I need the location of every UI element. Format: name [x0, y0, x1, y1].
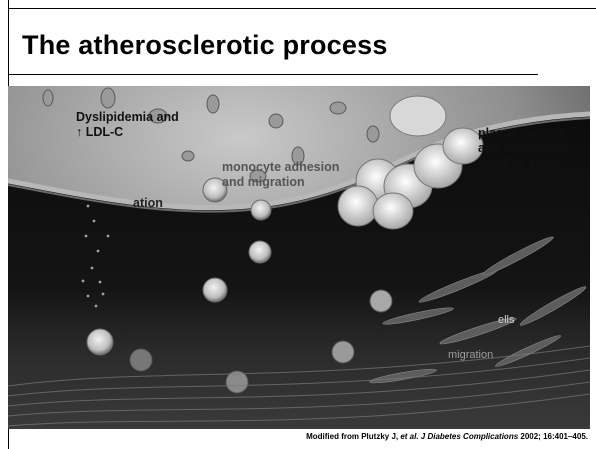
plaque-label-line3: (MMP-9, PAI-1) [478, 156, 572, 171]
migration-label-fragment: migration [448, 348, 493, 363]
dyslipidemia-label-line2: ↑ LDL-C [76, 125, 179, 140]
oxidation-label-fragment: ation [133, 196, 163, 211]
citation-journal: et al. J Diabetes Complications [400, 432, 518, 441]
citation-suffix: 2002; 16:401–405. [518, 432, 588, 441]
title-rule [8, 74, 538, 75]
smooth-muscle-cells-label-fragment: ells [498, 313, 515, 328]
plaque-label-line1: plaque rupture [478, 126, 572, 141]
dyslipidemia-label-line1: Dyslipidemia and [76, 110, 179, 125]
monocyte-label-line2: and migration [222, 175, 339, 190]
citation-prefix: Modified from Plutzky J, [306, 432, 400, 441]
plaque-rupture-label: plaque rupture and thrombosis (MMP-9, PA… [478, 126, 572, 171]
atherosclerosis-illustration: Dyslipidemia and ↑ LDL-C monocyte adhesi… [8, 86, 590, 429]
slide-top-border [8, 8, 596, 9]
plaque-label-line2: and thrombosis [478, 141, 572, 156]
monocyte-label: monocyte adhesion and migration [222, 160, 339, 190]
citation: Modified from Plutzky J, et al. J Diabet… [306, 432, 588, 441]
dyslipidemia-label: Dyslipidemia and ↑ LDL-C [76, 110, 179, 140]
monocyte-label-line1: monocyte adhesion [222, 160, 339, 175]
slide-title: The atherosclerotic process [22, 30, 388, 61]
